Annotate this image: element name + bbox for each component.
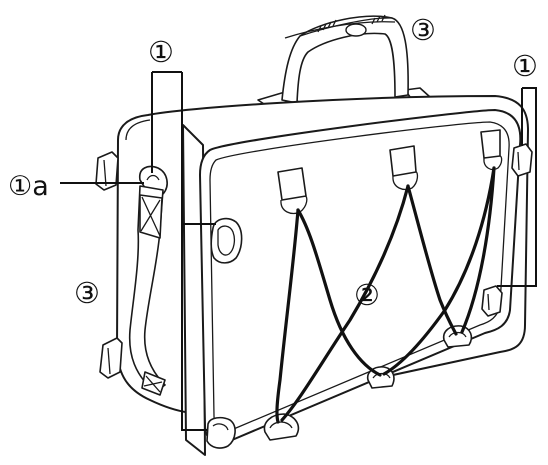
- loop-right-lower: [481, 285, 503, 317]
- shoulder-strap: [128, 185, 166, 396]
- d-ring-top-mid: [389, 145, 419, 191]
- loop-front-left-mid: [210, 217, 243, 264]
- bag-front-panel: [199, 109, 522, 444]
- label-loop-left: ①: [148, 35, 174, 69]
- loop-right-upper: [511, 143, 533, 177]
- side-loops-far: [95, 151, 123, 379]
- label-handle: ③: [410, 13, 436, 47]
- bungee-cord: [275, 166, 496, 424]
- label-loop-right: ①: [512, 49, 538, 83]
- side-gusset: [182, 124, 206, 456]
- leader-lines: [60, 71, 537, 431]
- loop-front-left-low: [206, 416, 236, 449]
- label-shoulder-strap: ③: [74, 276, 100, 310]
- d-ring-bottom-right: [442, 325, 473, 348]
- label-bungee: ②: [354, 278, 380, 312]
- label-loop-left-a: ①a: [8, 171, 49, 202]
- d-ring-bottom-left: [263, 413, 300, 441]
- d-ring-top-right: [480, 129, 503, 171]
